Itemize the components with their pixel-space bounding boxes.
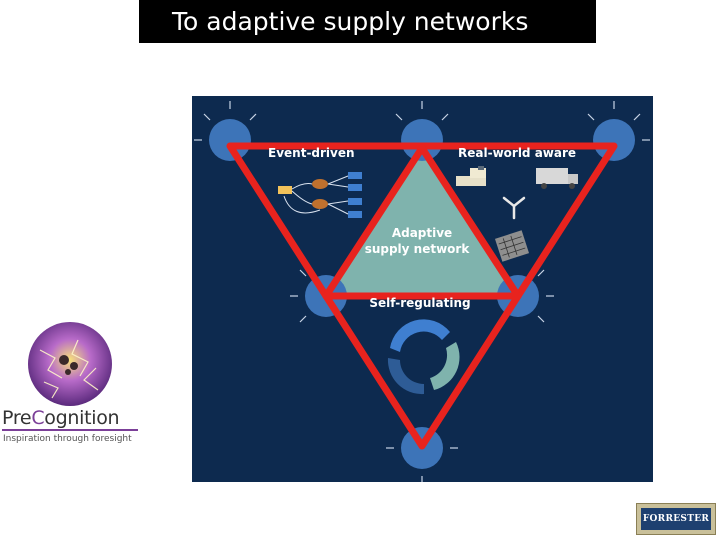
precognition-name: PreCognition [2,407,120,429]
node-bottom [386,427,458,482]
adaptive-supply-network-diagram: Event-driven Real-world aware Adaptive s… [192,96,653,482]
red-inner-triangle [322,144,522,300]
label-event-driven: Event-driven [268,146,355,160]
name-part-ognition: ognition [44,407,120,429]
node-top-left [194,101,257,161]
label-adaptive-line2: supply network [365,242,471,256]
center-triangle [326,148,518,296]
name-part-pre: Pre [2,407,32,429]
self-regulating-cycle-icon [387,319,460,395]
slide-title: To adaptive supply networks [139,0,596,43]
node-top-right [587,101,650,161]
event-driven-icon [278,172,362,218]
precognition-logo: PreCognition Inspiration through foresig… [0,320,142,450]
name-part-c: C [31,407,45,429]
precognition-tagline: Inspiration through foresight [3,434,132,444]
precognition-globe-icon [28,322,112,406]
real-world-aware-icon [456,166,578,262]
label-adaptive-line1: Adaptive [392,226,452,240]
label-real-world-aware: Real-world aware [458,146,576,160]
diagram-canvas: Event-driven Real-world aware Adaptive s… [194,101,650,482]
node-top-center [395,101,449,161]
forrester-logo-text: FORRESTER [641,508,711,530]
precognition-underline [2,429,138,431]
forrester-logo: FORRESTER [636,503,716,535]
label-self-regulating: Self-regulating [369,296,470,310]
